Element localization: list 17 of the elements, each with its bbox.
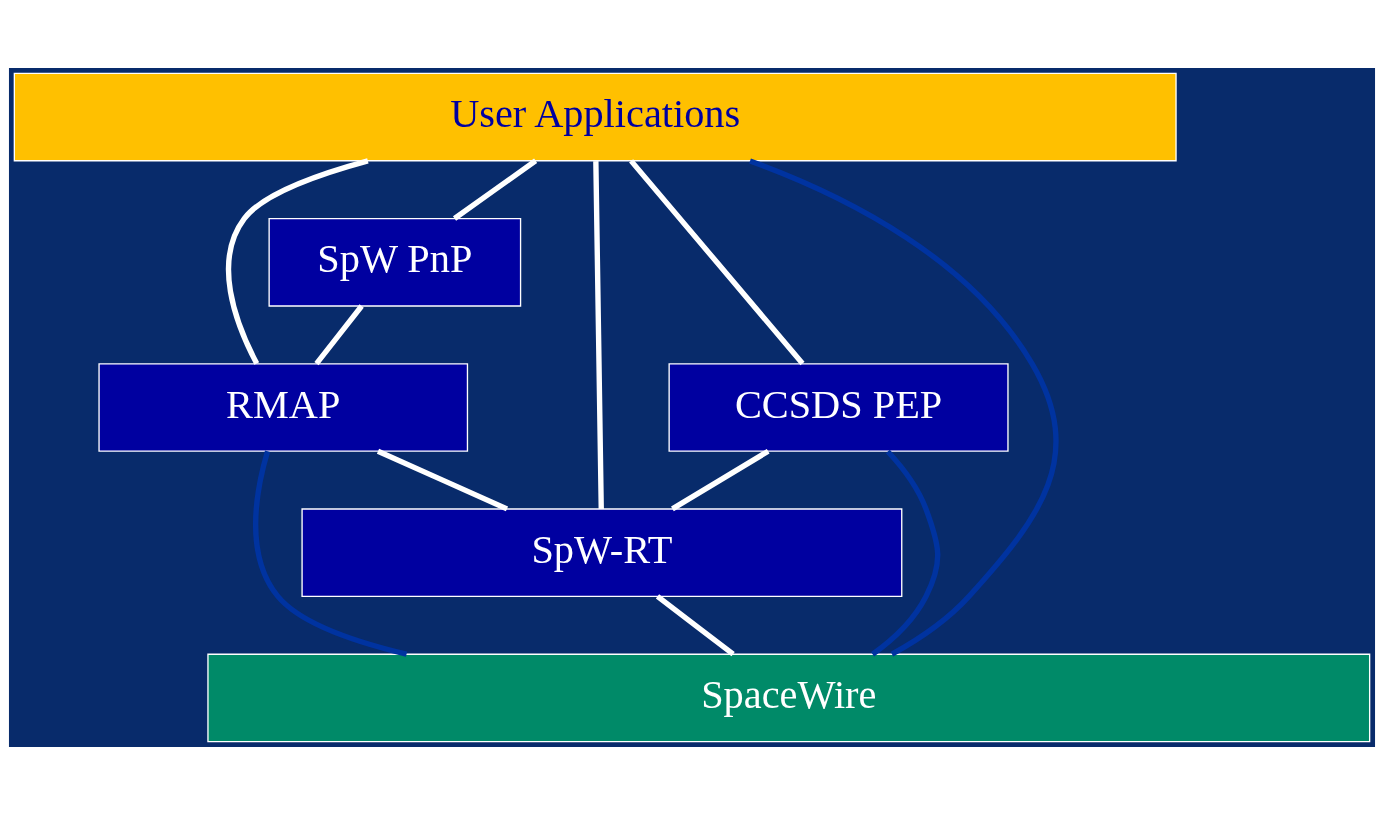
node-box: SpW-RT [301, 507, 903, 597]
node-box: CCSDS PEP [668, 362, 1009, 452]
connector [453, 158, 538, 221]
connector [629, 158, 805, 365]
connector [376, 448, 509, 511]
connector [655, 593, 735, 656]
connector [871, 449, 941, 656]
node-box: SpaceWire [207, 653, 1371, 742]
connector [225, 157, 369, 365]
connector [749, 157, 1059, 656]
connector [671, 448, 770, 511]
node-box: RMAP [98, 362, 469, 452]
connector [252, 450, 408, 657]
node-box: SpW PnP [268, 217, 522, 307]
connector [593, 160, 604, 509]
connector [314, 303, 364, 365]
node-box: User Applications [13, 72, 1177, 161]
